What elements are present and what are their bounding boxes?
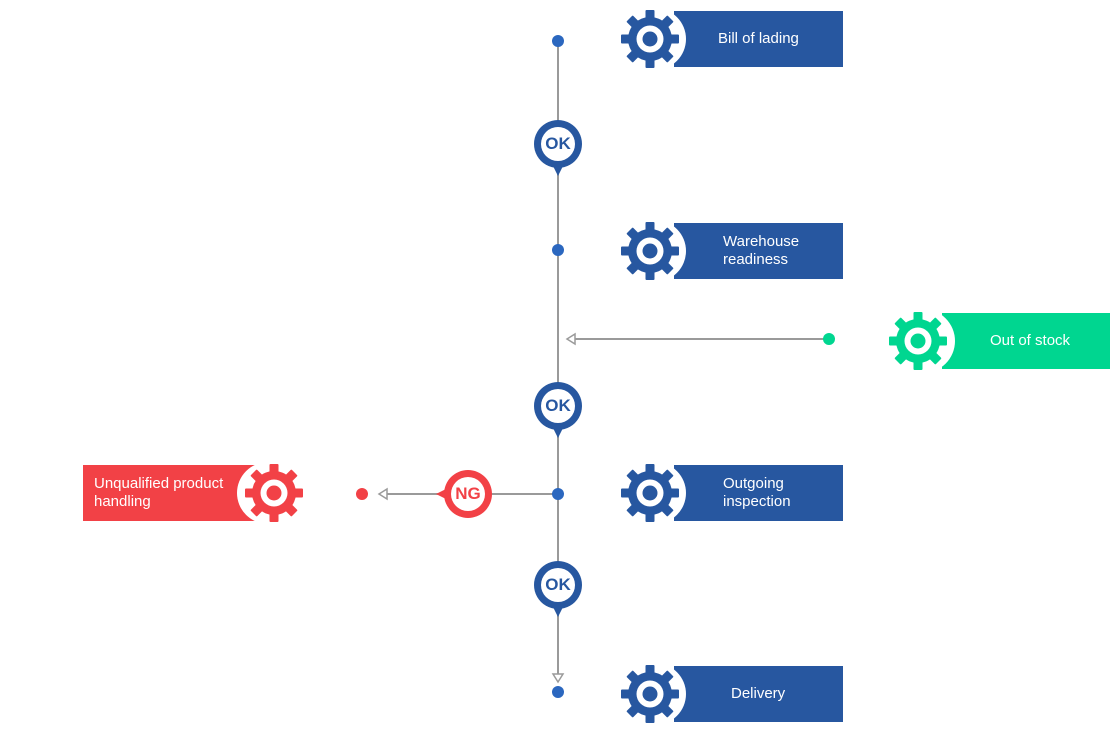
gear-icon <box>621 462 686 524</box>
step-outgoing-inspection: Outgoing inspection <box>674 465 843 521</box>
node-dot-outgoing-inspection <box>552 488 564 500</box>
step-bill-of-lading: Bill of lading <box>674 11 843 67</box>
ok-label: OK <box>545 575 571 594</box>
node-dot-warehouse-readiness <box>552 244 564 256</box>
step-delivery: Delivery <box>674 666 843 722</box>
node-dot-out-of-stock <box>823 333 835 345</box>
step-label: Unqualified product handling <box>94 475 224 510</box>
step-label: Bill of lading <box>718 30 799 47</box>
gear-icon <box>621 8 686 70</box>
node-dot-unqualified <box>356 488 368 500</box>
node-dot-bill-of-lading <box>552 35 564 47</box>
step-out-of-stock: Out of stock <box>942 313 1110 369</box>
step-label: Out of stock <box>990 332 1071 349</box>
step-label: Warehouse readiness <box>723 233 800 268</box>
gear-icon <box>621 663 686 725</box>
ng-label: NG <box>455 484 481 503</box>
ng-decision-badge: NG <box>430 468 494 520</box>
left-arrow-icon <box>565 332 576 346</box>
step-label: Delivery <box>731 685 786 702</box>
step-warehouse-readiness: Warehouse readiness <box>674 223 843 279</box>
ok-label: OK <box>545 134 571 153</box>
gear-icon <box>621 220 686 282</box>
gear-icon <box>237 462 303 524</box>
step-unqualified-product-handling: Unqualified product handling <box>83 465 258 521</box>
ok-label: OK <box>545 396 571 415</box>
step-label: Outgoing inspection <box>723 475 791 510</box>
left-arrow-icon <box>377 487 388 501</box>
gear-icon <box>889 309 955 373</box>
ok-decision-badge: OK <box>532 559 584 621</box>
ok-decision-badge: OK <box>532 118 584 180</box>
down-arrow-icon <box>551 673 565 684</box>
node-dot-delivery <box>552 686 564 698</box>
ok-decision-badge: OK <box>532 380 584 442</box>
